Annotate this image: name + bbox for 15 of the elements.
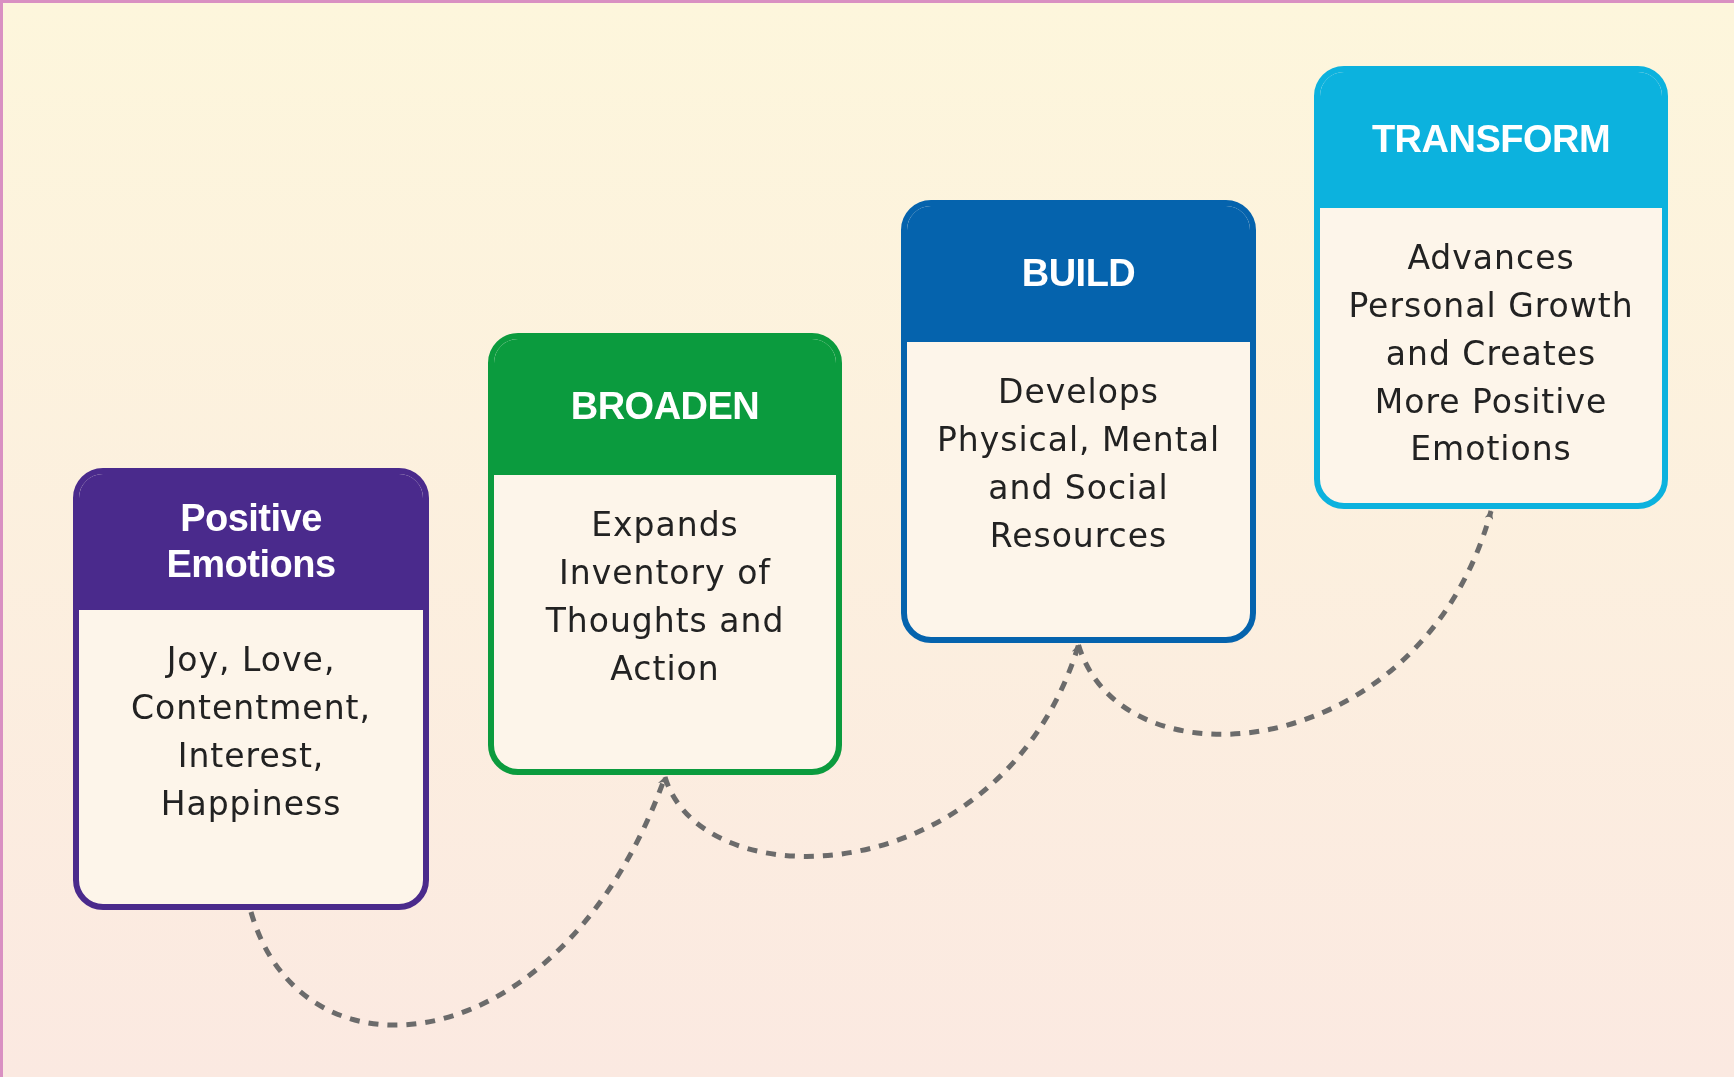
step-heading: BROADEN [494, 339, 836, 475]
step-card [488, 333, 842, 775]
step-heading: BUILD [907, 206, 1250, 342]
dashed-arrow [662, 644, 1081, 859]
step-card [73, 468, 429, 910]
step-card [1314, 66, 1668, 509]
step-description: Advances Personal Growth and Creates More Positive Emotions [1347, 237, 1635, 471]
step-description: Develops Physical, Mental and Social Resources [935, 371, 1222, 557]
step-heading: Positive Emotions [79, 474, 423, 610]
dashed-arrow [248, 776, 668, 1028]
dashed-arrow [1076, 510, 1494, 737]
step-description: Joy, Love, Contentment, Interest, Happiness [129, 639, 372, 825]
step-heading: TRANSFORM [1320, 72, 1662, 208]
step-card [901, 200, 1256, 643]
step-description: Expands Inventory of Thoughts and Action [544, 504, 786, 690]
